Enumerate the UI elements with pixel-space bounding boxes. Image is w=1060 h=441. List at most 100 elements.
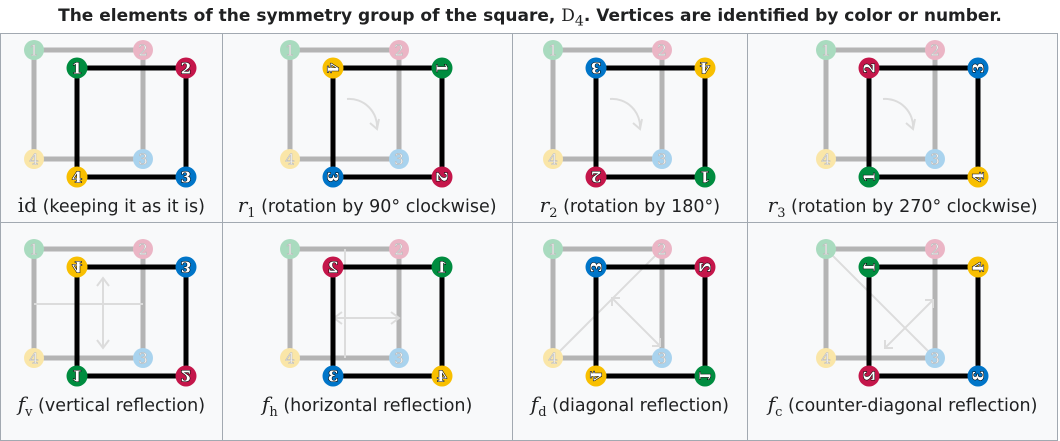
original-vertex-label: 1 xyxy=(548,241,558,259)
original-vertex-label: 1 xyxy=(30,42,40,60)
vertex-label: 1 xyxy=(437,259,447,277)
original-vertex-label: 3 xyxy=(657,151,667,169)
original-vertex-2 xyxy=(651,40,672,60)
vertex-1: 1 xyxy=(694,365,716,387)
original-vertex-1 xyxy=(280,239,301,259)
vertex-label: 2 xyxy=(328,259,338,277)
vertex-label: 3 xyxy=(328,368,338,386)
symbol-letter: f xyxy=(261,392,270,416)
vertex-label: 3 xyxy=(969,371,987,381)
element-symbol: fc xyxy=(768,392,783,420)
original-vertex-label: 1 xyxy=(30,241,40,259)
caption: fv (vertical reflection) xyxy=(1,392,222,420)
symbol-subscript: c xyxy=(775,405,783,420)
vertex-label: 2 xyxy=(181,367,191,385)
original-vertex-label: 3 xyxy=(930,151,940,169)
element-symbol: fd xyxy=(530,392,547,420)
vertex-label: 4 xyxy=(969,262,987,272)
vertex-3: 3 xyxy=(585,57,607,79)
vertex-label: 2 xyxy=(860,371,878,381)
vertex-label: 2 xyxy=(591,168,601,186)
original-vertex-3 xyxy=(651,348,672,368)
original-vertex-label: 3 xyxy=(657,350,667,368)
original-vertex-label: 2 xyxy=(930,241,940,259)
figure-title: The elements of the symmetry group of th… xyxy=(0,0,1060,33)
original-vertex-3 xyxy=(924,348,945,368)
original-vertex-3 xyxy=(133,348,154,368)
original-vertex-label: 2 xyxy=(657,241,667,259)
vertex-3: 3 xyxy=(967,365,989,387)
symbol-subscript: d xyxy=(538,405,547,420)
original-vertex-4 xyxy=(542,149,563,169)
original-vertex-3 xyxy=(389,348,410,368)
vertex-label: 2 xyxy=(433,172,451,182)
caption: fc (counter-diagonal reflection) xyxy=(748,392,1057,420)
original-vertex-2 xyxy=(924,239,945,259)
vertex-label: 1 xyxy=(695,371,713,381)
original-vertex-1 xyxy=(280,40,301,60)
vertex-1: 1 xyxy=(66,57,88,79)
element-symbol: fv xyxy=(17,392,33,420)
original-vertex-3 xyxy=(389,149,410,169)
element-description: (rotation by 180°) xyxy=(563,197,721,217)
element-symbol: fh xyxy=(261,392,278,420)
symbol-letter: id xyxy=(17,193,37,217)
vertex-1: 1 xyxy=(858,166,880,188)
element-description: (counter-diagonal reflection) xyxy=(788,396,1038,416)
original-vertex-1 xyxy=(542,40,563,60)
original-vertex-1 xyxy=(542,239,563,259)
vertex-label: 4 xyxy=(969,172,987,182)
original-vertex-4 xyxy=(280,348,301,368)
original-vertex-2 xyxy=(389,239,410,259)
original-vertex-label: 2 xyxy=(139,241,149,259)
vertex-label: 1 xyxy=(860,262,878,272)
symmetry-table: 1 2 3 4 1 2 3 4 id (keeping it as it is) 1 2 3 4 4 1 2… xyxy=(0,33,1058,441)
element-symbol: r3 xyxy=(768,193,786,221)
motion-arrow-icon xyxy=(347,97,381,131)
vertex-label: 4 xyxy=(324,63,342,73)
vertex-1: 1 xyxy=(858,256,880,278)
original-vertex-label: 1 xyxy=(821,42,831,60)
caption: r2 (rotation by 180°) xyxy=(513,193,748,221)
element-description: (keeping it as it is) xyxy=(42,197,205,217)
caption: r3 (rotation by 270° clockwise) xyxy=(748,193,1057,221)
original-vertex-3 xyxy=(924,149,945,169)
original-vertex-label: 4 xyxy=(285,151,295,169)
vertex-3: 3 xyxy=(322,365,344,387)
symbol-letter: f xyxy=(17,392,26,416)
vertex-label: 1 xyxy=(72,60,82,78)
vertex-3: 3 xyxy=(322,166,344,188)
vertex-label: 2 xyxy=(181,60,191,78)
symbol-letter: f xyxy=(530,392,539,416)
vertex-4: 4 xyxy=(967,166,989,188)
caption: fd (diagonal reflection) xyxy=(513,392,748,420)
motion-arrow-icon xyxy=(882,97,916,131)
vertex-label: 3 xyxy=(969,63,987,73)
original-vertex-4 xyxy=(815,149,836,169)
element-description: (vertical reflection) xyxy=(38,396,206,416)
symbol-subscript: v xyxy=(25,405,33,420)
element-description: (diagonal reflection) xyxy=(552,396,730,416)
motion-arrow-icon xyxy=(609,97,643,131)
original-vertex-4 xyxy=(815,348,836,368)
vertex-1: 1 xyxy=(431,57,453,79)
vertex-4: 4 xyxy=(322,57,344,79)
vertex-2: 2 xyxy=(694,256,716,278)
vertex-2: 2 xyxy=(175,57,197,79)
original-vertex-3 xyxy=(651,149,672,169)
caption: fh (horizontal reflection) xyxy=(223,392,512,420)
vertex-4: 4 xyxy=(66,256,88,278)
vertex-label: 3 xyxy=(591,59,601,77)
caption: r1 (rotation by 90° clockwise) xyxy=(223,193,512,221)
original-vertex-3 xyxy=(133,149,154,169)
original-vertex-2 xyxy=(924,40,945,60)
motion-arrow-icon xyxy=(824,248,936,359)
element-symbol: r1 xyxy=(238,193,256,221)
